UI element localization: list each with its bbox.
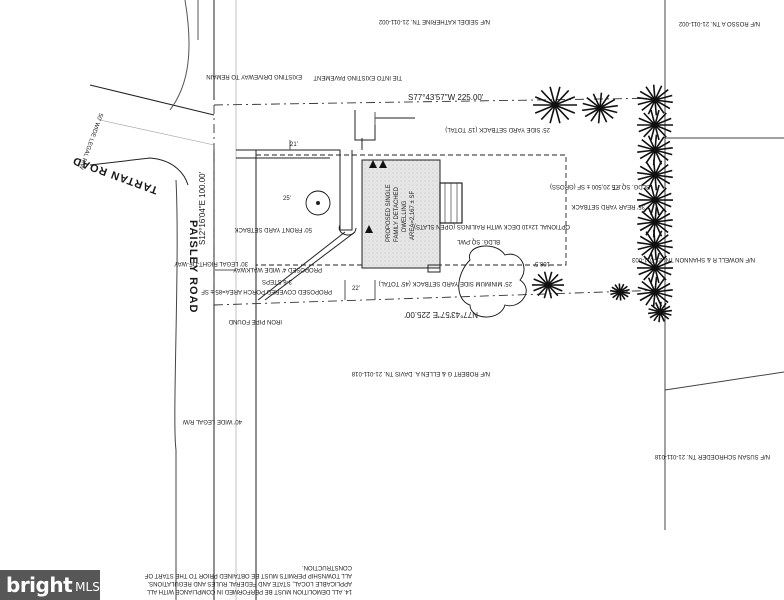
west-bearing: S12°16'04"E 100.00' bbox=[198, 171, 207, 245]
tree-icon bbox=[609, 283, 631, 301]
svg-text:25': 25' bbox=[283, 196, 291, 202]
svg-text:N/F ROSSO A TN. 21-011-002: N/F ROSSO A TN. 21-011-002 bbox=[678, 20, 760, 26]
tree-icon bbox=[636, 184, 674, 216]
svg-text:FAMILY DETACHED: FAMILY DETACHED bbox=[394, 186, 400, 242]
walkway bbox=[257, 224, 357, 301]
svg-text:35' REAR YARD SETBACK: 35' REAR YARD SETBACK bbox=[571, 203, 645, 209]
tartan-road bbox=[89, 0, 215, 186]
neighbor-labels: N/F ROSSO A TN. 21-011-002 N/F SEIDEL KA… bbox=[351, 18, 770, 459]
svg-text:BLDG. SQ.FT. 20,500 ± SF (GROS: BLDG. SQ.FT. 20,500 ± SF (GROSS) bbox=[550, 183, 650, 189]
tree-icon bbox=[648, 301, 672, 323]
svg-text:TIE INTO EXISTING PAVEMENT: TIE INTO EXISTING PAVEMENT bbox=[313, 74, 402, 80]
svg-text:N/F SUSAN SCHROEDER TN. 21-011: N/F SUSAN SCHROEDER TN. 21-011-018 bbox=[654, 453, 770, 459]
paisley-road-label: PAISLEY ROAD bbox=[187, 220, 199, 314]
svg-text:30' LEGAL RIGHT-OF-WAY: 30' LEGAL RIGHT-OF-WAY bbox=[174, 260, 248, 266]
watermark-brand: bright bbox=[6, 573, 73, 597]
svg-text:3-6 STEPS: 3-6 STEPS bbox=[262, 278, 292, 284]
svg-text:14. ALL DEMOLITION MUST BE PER: 14. ALL DEMOLITION MUST BE PERFORMED IN … bbox=[146, 588, 352, 594]
svg-text:50' FRONT YARD SETBACK: 50' FRONT YARD SETBACK bbox=[235, 226, 313, 232]
svg-text:40' WIDE LEGAL R/W: 40' WIDE LEGAL R/W bbox=[182, 418, 242, 424]
svg-text:PROPOSED COVERED PORCH AREA=85: PROPOSED COVERED PORCH AREA=85 ± SF bbox=[201, 288, 332, 294]
svg-text:22': 22' bbox=[352, 286, 360, 292]
adjacent-lot-lines bbox=[664, 0, 784, 530]
tree-circle bbox=[305, 190, 331, 216]
svg-text:N/F SEIDEL KATHERINE TN. 21-01: N/F SEIDEL KATHERINE TN. 21-011-002 bbox=[378, 18, 490, 24]
south-bearing: N77°43'57"E 225.00' bbox=[404, 310, 478, 319]
svg-text:N/F ROBERT G & ELLEN A. DAVIS: N/F ROBERT G & ELLEN A. DAVIS TN. 21-011… bbox=[351, 370, 490, 376]
svg-text:21': 21' bbox=[290, 142, 298, 148]
tree-icon bbox=[637, 109, 673, 141]
dwelling-label: PROPOSED SINGLE FAMILY DETACHED DWELLING… bbox=[386, 184, 416, 242]
tree-icon bbox=[531, 271, 565, 299]
svg-text:25' SIDE YARD SETBACK (15' TOT: 25' SIDE YARD SETBACK (15' TOTAL) bbox=[445, 126, 550, 132]
setback-envelope bbox=[255, 154, 567, 266]
svg-text:BLDG. SQ.PWL: BLDG. SQ.PWL bbox=[456, 238, 500, 244]
svg-text:EXISTING DRIVEWAY TO REMAIN: EXISTING DRIVEWAY TO REMAIN bbox=[206, 73, 302, 79]
svg-text:IRON PIPE FOUND: IRON PIPE FOUND bbox=[228, 318, 282, 324]
watermark-suffix: MLS bbox=[75, 580, 100, 594]
svg-text:57': 57' bbox=[612, 186, 620, 192]
tree-icon bbox=[636, 252, 674, 284]
svg-text:DWELLING: DWELLING bbox=[402, 200, 408, 232]
proposed-dwelling bbox=[361, 159, 463, 273]
north-bearing: S77°43'57"W 225.00' bbox=[408, 93, 484, 102]
tree-icon bbox=[637, 84, 673, 116]
tree-icon bbox=[637, 206, 673, 238]
svg-text:AREA=2,167 ± SF: AREA=2,167 ± SF bbox=[410, 191, 416, 240]
tree-line bbox=[531, 84, 674, 323]
svg-text:APPLICABLE LOCAL, STATE AND FE: APPLICABLE LOCAL, STATE AND FEDERAL RULE… bbox=[147, 580, 352, 586]
svg-text:PROPOSED 4' WIDE WALKWAY: PROPOSED 4' WIDE WALKWAY bbox=[233, 266, 322, 272]
tree-icon bbox=[637, 134, 673, 166]
svg-text:PROPOSED SINGLE: PROPOSED SINGLE bbox=[386, 184, 392, 242]
svg-text:108.5': 108.5' bbox=[534, 260, 550, 266]
svg-text:N/F NOWELL R & SHANNON TN. 21-: N/F NOWELL R & SHANNON TN. 21-011-003 bbox=[631, 256, 755, 262]
tree-icon bbox=[533, 86, 577, 124]
tree-icon bbox=[637, 229, 673, 261]
tree-icon bbox=[637, 276, 673, 308]
brightmls-watermark: bright MLS bbox=[0, 570, 100, 600]
svg-text:CONSTRUCTION.: CONSTRUCTION. bbox=[302, 564, 352, 570]
tree-icon bbox=[582, 92, 618, 124]
svg-text:25' MINIMUM SIDE YARD SETBACK: 25' MINIMUM SIDE YARD SETBACK (45' TOTAL… bbox=[379, 280, 512, 286]
svg-text:ALL TOWNSHIP PERMITS MUST BE O: ALL TOWNSHIP PERMITS MUST BE OBTAINED PR… bbox=[144, 572, 352, 578]
svg-text:OPTIONAL 12x10 DECK WITH RAILI: OPTIONAL 12x10 DECK WITH RAILINGS (OPEN … bbox=[414, 223, 570, 229]
tree-icon bbox=[637, 159, 673, 191]
general-note: 14. ALL DEMOLITION MUST BE PERFORMED IN … bbox=[144, 564, 352, 594]
dimension-marks bbox=[215, 112, 376, 300]
tree-canopy bbox=[458, 245, 527, 318]
